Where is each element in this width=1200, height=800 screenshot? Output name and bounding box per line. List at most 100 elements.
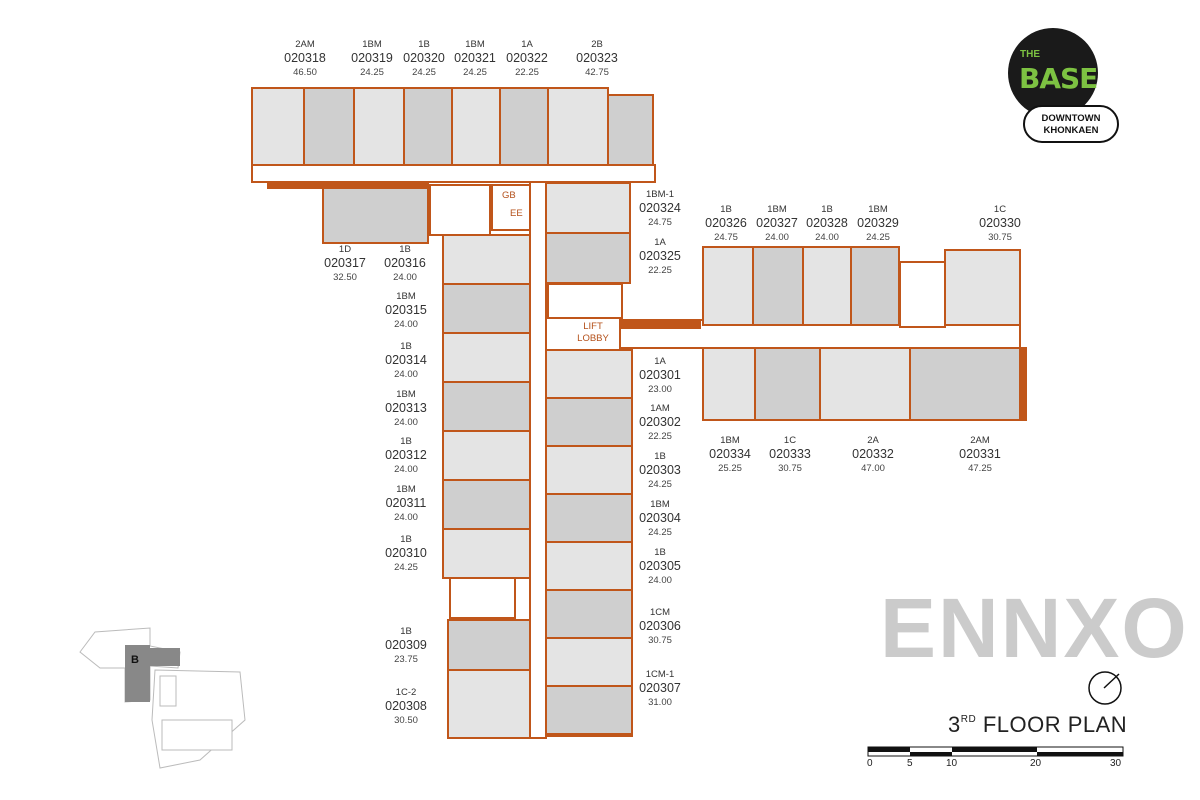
unit-room [545, 445, 633, 495]
corridor [529, 181, 547, 739]
unit-type: 1BM [396, 484, 416, 495]
unit-room [303, 87, 355, 166]
unit-number: 020303 [639, 462, 681, 477]
unit-room [802, 246, 852, 326]
wall-segment [619, 319, 701, 329]
unit-area: 24.25 [648, 479, 672, 490]
unit-room [819, 347, 911, 421]
unit-number: 020315 [385, 302, 427, 317]
unit-type: 1BM-1 [646, 189, 674, 200]
unit-room [752, 246, 804, 326]
logo-pill: DOWNTOWN KHONKAEN [1023, 105, 1119, 143]
unit-number: 020321 [454, 50, 496, 65]
unit-type: 1B [821, 204, 833, 215]
unit-area: 30.75 [988, 232, 1012, 243]
unit-area: 24.25 [412, 67, 436, 78]
stair-core [429, 184, 491, 236]
unit-area: 25.25 [718, 463, 742, 474]
unit-type: 1BM [396, 389, 416, 400]
unit-number: 020313 [385, 400, 427, 415]
unit-room [322, 187, 429, 244]
unit-area: 24.00 [393, 272, 417, 283]
unit-area: 23.75 [394, 654, 418, 665]
wall-segment [545, 733, 633, 737]
unit-area: 30.50 [394, 715, 418, 726]
unit-type: 1B [400, 341, 412, 352]
unit-room [702, 246, 754, 326]
corridor [251, 164, 656, 183]
floor-number: 3 [948, 712, 961, 737]
scale-tick: 30 [1110, 758, 1122, 769]
service-room [491, 184, 533, 231]
unit-room [442, 381, 531, 432]
unit-area: 24.25 [866, 232, 890, 243]
unit-type: 1D [338, 244, 352, 255]
scale-tick: 20 [1030, 758, 1042, 769]
unit-area: 47.00 [861, 463, 885, 474]
unit-number: 020329 [857, 215, 899, 230]
unit-room [447, 619, 531, 671]
unit-number: 020314 [385, 352, 427, 367]
unit-number: 020332 [852, 446, 894, 461]
unit-area: 24.00 [394, 464, 418, 475]
unit-room [547, 87, 609, 166]
unit-room [403, 87, 453, 166]
scale-bar [867, 746, 1124, 757]
unit-number: 020310 [385, 545, 427, 560]
unit-room [251, 87, 305, 166]
unit-area: 24.00 [765, 232, 789, 243]
stair-core [449, 577, 516, 619]
unit-number: 020322 [506, 50, 548, 65]
unit-room [545, 232, 631, 284]
logo-circle [1008, 28, 1098, 118]
unit-number: 020320 [403, 50, 445, 65]
unit-room [944, 249, 1021, 326]
unit-number: 020325 [639, 248, 681, 263]
scale-tick: 5 [907, 758, 913, 769]
unit-type: 1B [400, 626, 412, 637]
unit-number: 020309 [385, 637, 427, 652]
unit-room [754, 347, 821, 421]
unit-number: 020331 [959, 446, 1001, 461]
north-arrow-icon [1088, 671, 1122, 705]
unit-type: 1BM [465, 39, 485, 50]
unit-room [607, 94, 654, 166]
garbage-room-label: GB [502, 190, 516, 201]
logo-khonkaen: KHONKAEN [1043, 124, 1099, 136]
